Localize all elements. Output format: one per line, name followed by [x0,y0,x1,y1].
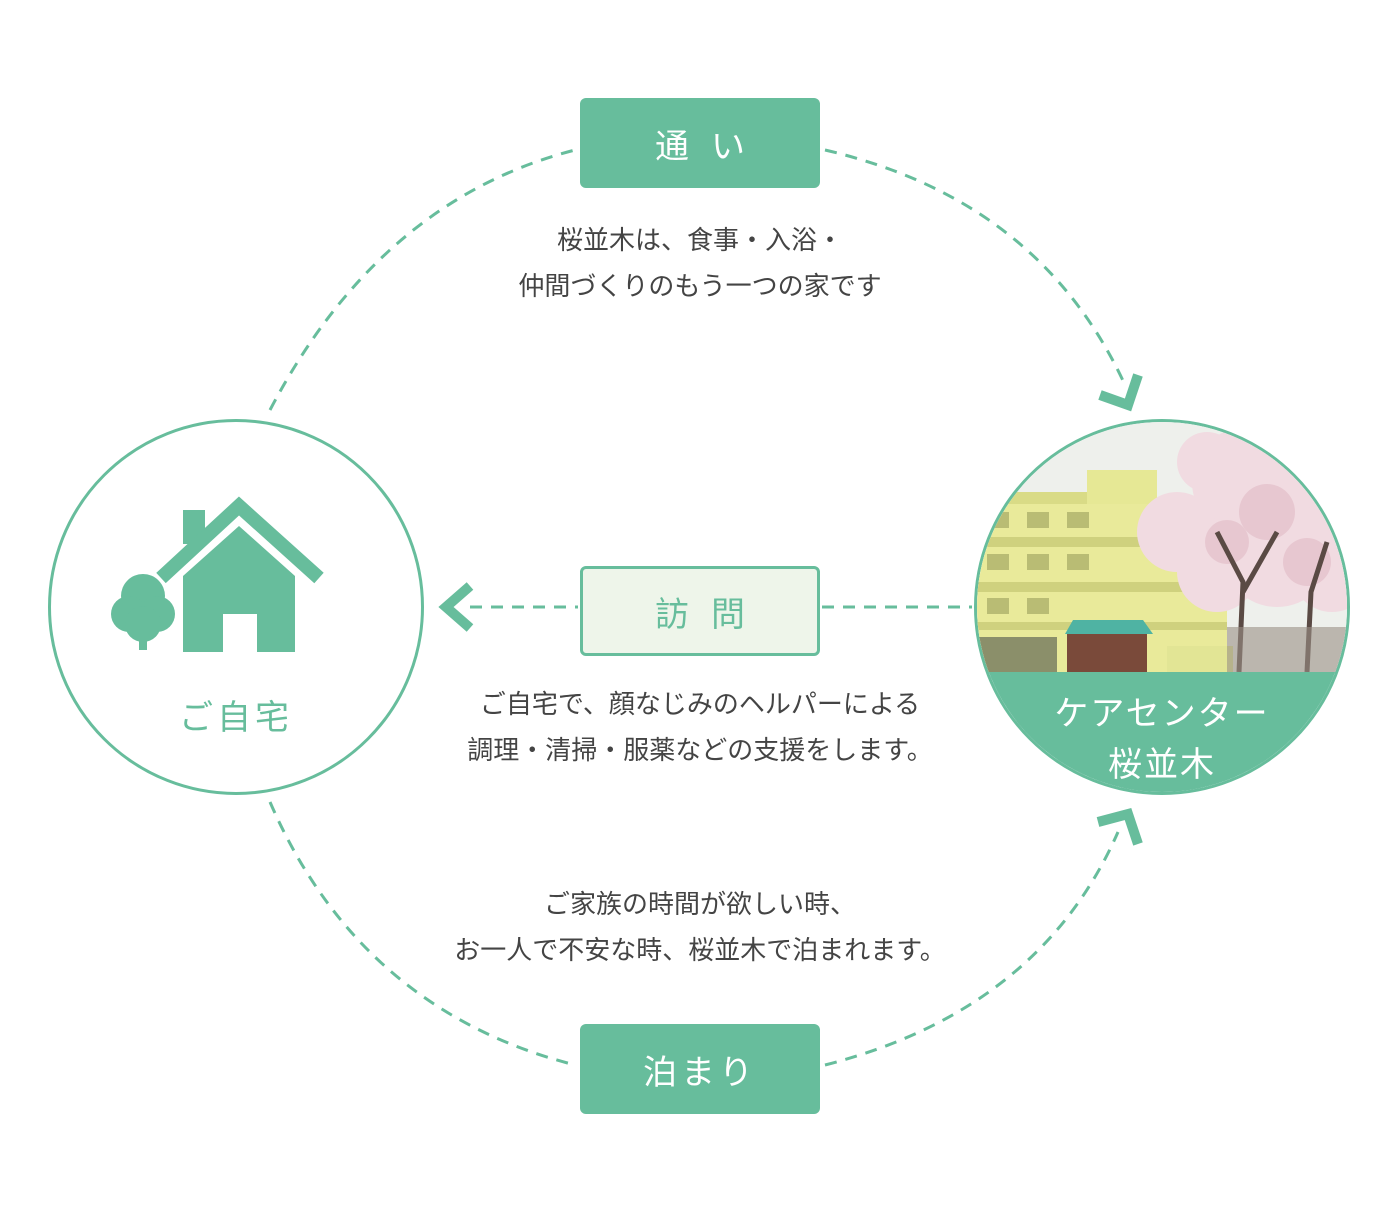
desc-houmon-line1: ご自宅で、顔なじみのヘルパーによる [479,690,921,720]
desc-houmon: ご自宅で、顔なじみのヘルパーによる 調理・清掃・服薬などの支援をします。 [350,682,1050,774]
care-center-building-photo [977,422,1347,672]
tag-tomari: 泊まり [580,1024,820,1114]
connector-top-left [268,148,576,411]
arrow-to-home-icon [438,582,474,632]
desc-kayoi-line1: 桜並木は、食事・入浴・ [556,226,843,256]
connector-bottom-left [268,801,576,1067]
care-center-label: ケアセンター 桜並木 [977,672,1347,792]
care-center-label-line2: 桜並木 [1108,745,1216,785]
connector-top-right [824,148,1127,386]
arrow-up-to-center-icon [1096,807,1143,846]
care-center-node: ケアセンター 桜並木 [974,419,1350,795]
desc-tomari-line2: お一人で不安な時、桜並木で泊まれます。 [454,936,946,966]
arrow-to-center-icon [1098,373,1143,412]
desc-kayoi: 桜並木は、食事・入浴・ 仲間づくりのもう一つの家です [350,218,1050,310]
desc-tomari: ご家族の時間が欲しい時、 お一人で不安な時、桜並木で泊まれます。 [350,882,1050,974]
connector-bottom-right [824,831,1120,1067]
care-center-label-line1: ケアセンター [1054,694,1270,734]
tag-houmon: 訪問 [580,566,820,656]
tag-kayoi: 通い [580,98,820,188]
desc-kayoi-line2: 仲間づくりのもう一つの家です [518,272,882,302]
desc-houmon-line2: 調理・清掃・服薬などの支援をします。 [467,736,933,766]
home-label: ご自宅 [179,698,293,738]
home-node: ご自宅 [48,419,424,795]
house-with-tree-icon [111,496,324,654]
desc-tomari-line1: ご家族の時間が欲しい時、 [543,890,856,920]
